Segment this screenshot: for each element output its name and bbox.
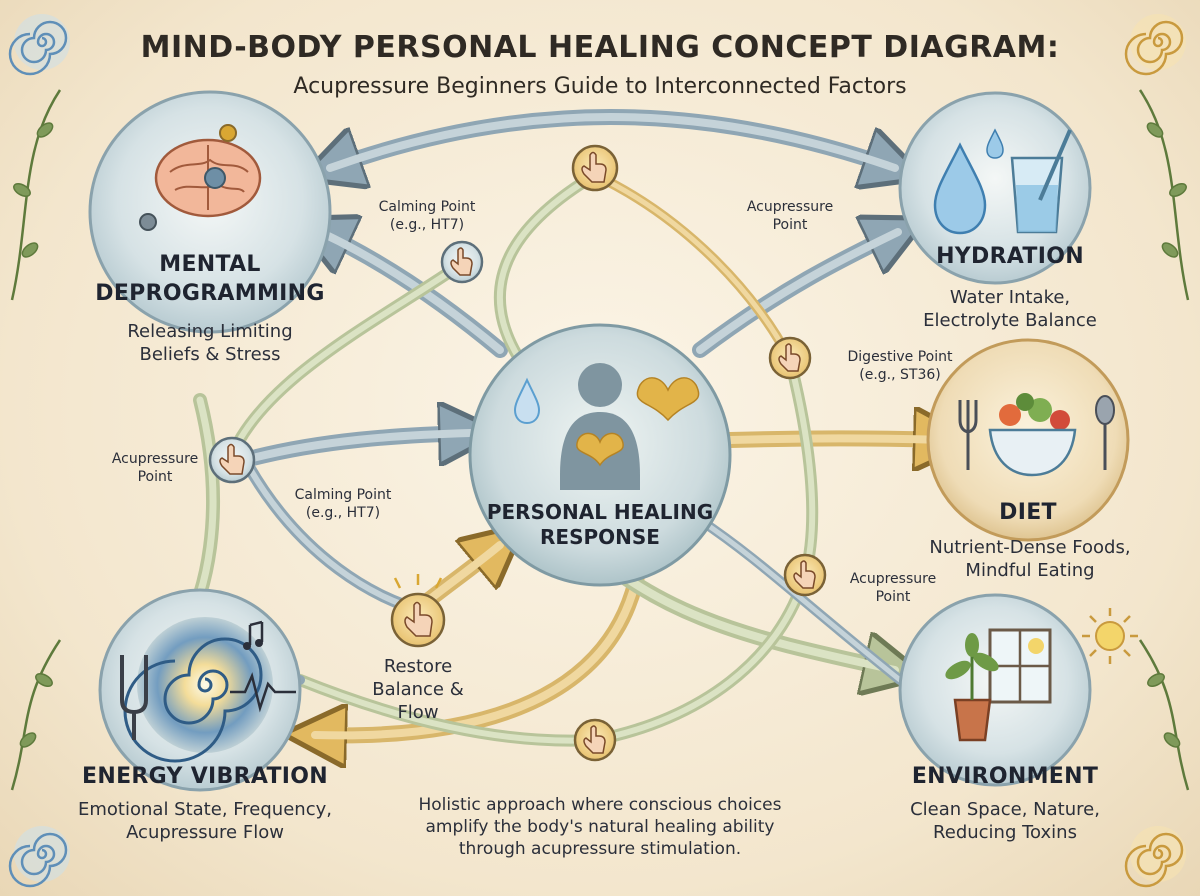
calming-point-top-label: Calming Point (e.g., HT7) (352, 198, 502, 234)
pointing-hand-icon (581, 151, 607, 183)
digestive-point-line2: (e.g., ST36) (859, 367, 941, 383)
acupressure-point-left (208, 436, 256, 484)
restore-line2: Balance & (372, 679, 464, 700)
restore-line1: Restore (383, 656, 453, 677)
diet-desc-line1: Nutrient-Dense Foods, (929, 537, 1131, 558)
hydration-desc-line2: Electrolyte Balance (923, 310, 1097, 331)
center-title: PERSONAL HEALING RESPONSE (480, 500, 720, 550)
diagram-subtitle: Acupressure Beginners Guide to Interconn… (293, 74, 907, 99)
salad-bowl-icon (988, 393, 1077, 477)
footer-line2: amplify the body's natural healing abili… (425, 817, 775, 837)
acupressure-point-digestive (768, 336, 812, 380)
acupressure-point-right (783, 553, 827, 597)
acupressure-point-calming-top (440, 240, 484, 284)
calming-point-left-line1: Calming Point (294, 487, 392, 503)
digestive-point-line1: Digestive Point (847, 349, 953, 365)
mental-title-line1: MENTAL (159, 252, 261, 277)
center-node (468, 323, 732, 587)
pointing-hand-icon (219, 443, 245, 475)
water-glass-icon (1010, 129, 1072, 234)
tuning-fork-icon (120, 655, 148, 740)
calming-point-top-line1: Calming Point (378, 199, 476, 215)
acupressure-left-label: Acupressure Point (90, 450, 220, 486)
energy-title: ENERGY VIBRATION (82, 764, 328, 789)
pointing-hand-icon (778, 343, 801, 372)
mental-desc: Releasing Limiting Beliefs & Stress (80, 320, 340, 366)
pointing-hand-icon (404, 601, 433, 637)
environment-desc-line2: Reducing Toxins (933, 822, 1077, 843)
calming-point-left-line2: (e.g., HT7) (305, 505, 381, 521)
brain-gears-icon (139, 124, 262, 231)
mental-title-line2: DEPROGRAMMING (95, 281, 325, 306)
diet-node (926, 338, 1130, 542)
footer-caption: Holistic approach where conscious choice… (370, 794, 830, 860)
mental-node (88, 90, 332, 334)
footer-line3: through acupressure stimulation. (458, 839, 742, 859)
center-title-line1: PERSONAL HEALING (486, 500, 714, 524)
heart-icon (636, 377, 700, 422)
acupressure-right-line1: Acupressure (849, 571, 937, 587)
heart-icon (576, 432, 624, 467)
hydration-node (898, 91, 1092, 285)
restore-label: Restore Balance & Flow (358, 655, 478, 724)
acupressure-top-label: Acupressure Point (720, 198, 860, 234)
mental-desc-line2: Beliefs & Stress (139, 344, 281, 365)
window-icon (988, 628, 1052, 704)
hydration-desc: Water Intake, Electrolyte Balance (895, 286, 1125, 332)
plant-pot-icon (945, 633, 999, 742)
energy-desc-line2: Acupressure Flow (126, 822, 284, 843)
acupressure-top-line1: Acupressure (746, 199, 834, 215)
acupressure-point-top (571, 144, 619, 192)
environment-node (898, 593, 1092, 787)
acupressure-left-line1: Acupressure (111, 451, 199, 467)
mental-title: MENTAL DEPROGRAMMING (70, 250, 350, 308)
spiral-corner-icon (1124, 14, 1186, 76)
mental-desc-line1: Releasing Limiting (127, 321, 293, 342)
digestive-point-label: Digestive Point (e.g., ST36) (820, 348, 980, 384)
diagram-title: MIND-BODY PERSONAL HEALING CONCEPT DIAGR… (140, 30, 1060, 65)
pointing-hand-icon (450, 247, 473, 276)
spiral-corner-icon (1124, 826, 1186, 888)
footer-line1: Holistic approach where conscious choice… (418, 795, 782, 815)
calming-point-top-line2: (e.g., HT7) (389, 217, 465, 233)
environment-desc-line1: Clean Space, Nature, (910, 799, 1100, 820)
acupressure-right-label: Acupressure Point (828, 570, 958, 606)
spiral-icon (123, 617, 273, 763)
spiral-corner-icon (8, 826, 70, 888)
center-title-line2: RESPONSE (540, 525, 660, 549)
energy-desc-line1: Emotional State, Frequency, (78, 799, 332, 820)
diet-desc: Nutrient-Dense Foods, Mindful Eating (905, 536, 1155, 582)
energy-desc: Emotional State, Frequency, Acupressure … (45, 798, 365, 844)
water-drop-icon (933, 142, 987, 235)
sun-icon (1082, 608, 1138, 664)
pointing-hand-icon (793, 560, 816, 589)
hydration-desc-line1: Water Intake, (949, 287, 1071, 308)
diet-title: DIET (999, 500, 1057, 525)
music-note-icon (243, 620, 264, 650)
acupressure-point-restore (390, 574, 446, 648)
diet-desc-line2: Mindful Eating (965, 560, 1095, 581)
energy-node (98, 588, 302, 792)
pointing-hand-icon (583, 725, 606, 754)
acupressure-top-line2: Point (772, 217, 808, 233)
calming-point-left-label: Calming Point (e.g., HT7) (268, 486, 418, 522)
spoon-icon (1095, 395, 1115, 470)
acupressure-left-line2: Point (137, 469, 173, 485)
fork-icon (958, 400, 978, 470)
hydration-title: HYDRATION (936, 244, 1084, 269)
environment-title: ENVIRONMENT (911, 764, 1099, 789)
acupressure-right-line2: Point (875, 589, 911, 605)
restore-line3: Flow (397, 702, 439, 723)
environment-desc: Clean Space, Nature, Reducing Toxins (880, 798, 1130, 844)
acupressure-point-bottom (573, 718, 617, 762)
water-drop-icon (513, 377, 541, 425)
spiral-corner-icon (8, 14, 70, 76)
vine-icon (10, 89, 1190, 791)
water-drop-icon (986, 128, 1004, 159)
